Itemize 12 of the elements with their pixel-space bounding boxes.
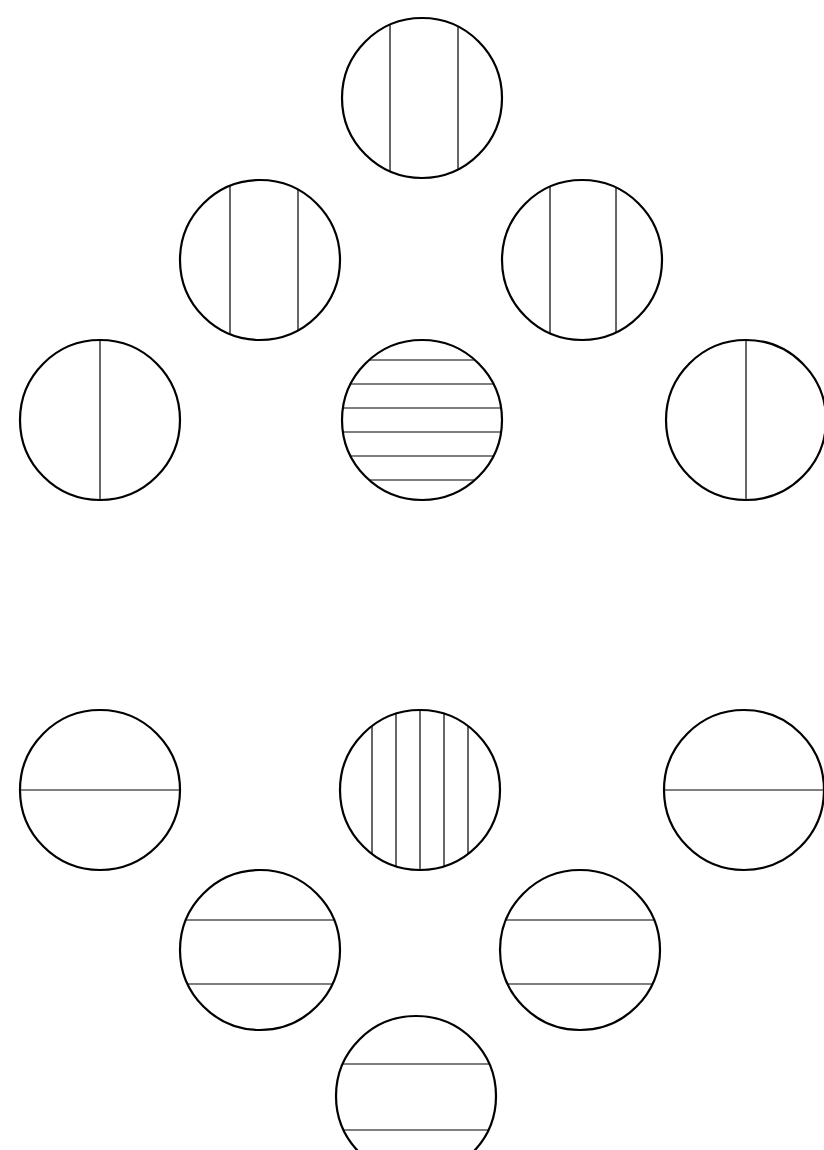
lined-circle <box>664 338 824 502</box>
lined-circle <box>18 338 182 502</box>
lined-circle <box>178 868 342 1032</box>
lined-circle <box>340 16 504 180</box>
lined-circle <box>340 338 504 502</box>
lined-circle <box>338 708 502 872</box>
lined-circle <box>178 178 342 342</box>
lined-circle <box>18 708 182 872</box>
lined-circle <box>662 708 824 872</box>
lined-circle <box>498 868 662 1032</box>
lined-circle <box>334 1014 498 1150</box>
lined-circle <box>500 178 664 342</box>
